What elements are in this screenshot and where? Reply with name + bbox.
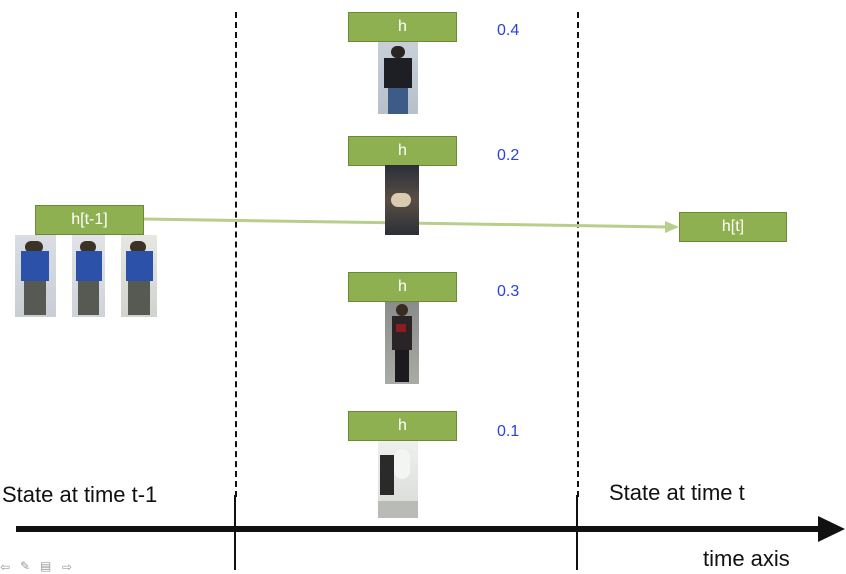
state-prev-label: State at time t-1 (2, 482, 158, 507)
next-slide-icon[interactable]: ⇨ (62, 560, 73, 574)
prev-state-box: h[t-1] (35, 205, 144, 235)
divider-right (577, 12, 579, 497)
candidate-crop-1 (378, 42, 418, 114)
state-next-label: State at time t (609, 480, 745, 505)
pen-icon[interactable]: ✎ (20, 559, 31, 573)
divider-left (235, 12, 237, 497)
axis-tick-right (576, 495, 578, 570)
prev-person-crop-3 (121, 235, 157, 317)
candidate-weight-1: 0.4 (497, 22, 520, 39)
candidate-weight-4: 0.1 (497, 423, 520, 440)
axis-tick-left (234, 495, 236, 570)
candidate-weight-2: 0.2 (497, 147, 520, 164)
candidate-crop-2 (385, 165, 419, 235)
candidate-weight-3: 0.3 (497, 283, 520, 300)
next-state-box: h[t] (679, 212, 787, 242)
prev-person-crop-1 (15, 235, 56, 317)
time-axis-arrow (16, 516, 845, 542)
candidate-box-2: h (348, 136, 457, 166)
menu-icon[interactable]: ▤ (40, 559, 52, 573)
candidate-crop-3 (385, 302, 419, 384)
prev-person-crop-2 (72, 235, 105, 317)
candidate-box-4: h (348, 411, 457, 441)
time-axis-label: time axis (703, 546, 790, 571)
candidate-box-1: h (348, 12, 457, 42)
candidate-crop-4 (378, 441, 418, 518)
prev-slide-icon[interactable]: ⇦ (0, 560, 11, 574)
candidate-box-3: h (348, 272, 457, 302)
